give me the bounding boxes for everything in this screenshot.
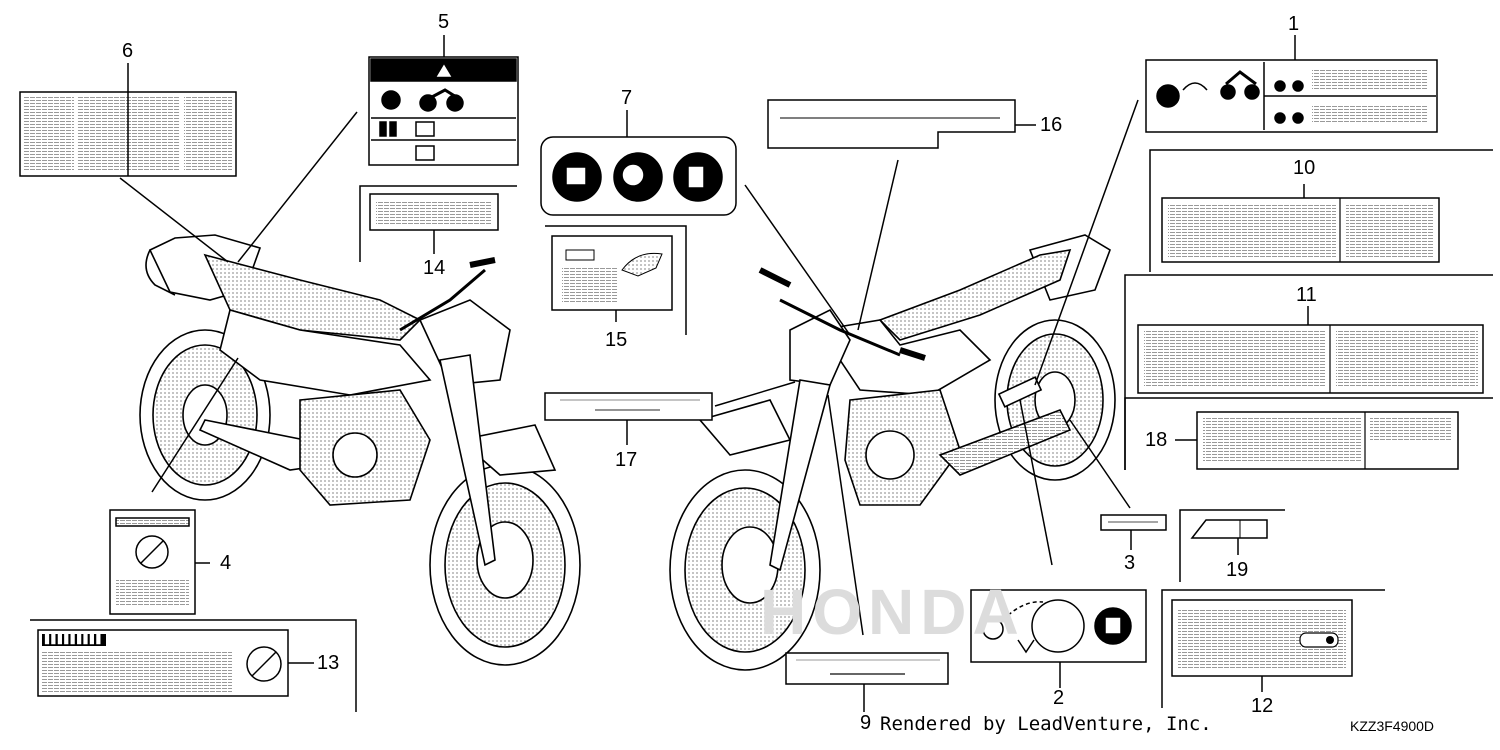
- rendered-by-credit: Rendered by LeadVenture, Inc.: [880, 713, 1212, 735]
- right-motorcycle: [669, 234, 1116, 671]
- label-4: [109, 509, 210, 615]
- callout-13: 13: [317, 652, 340, 674]
- label-15: [545, 225, 687, 335]
- label-9: [785, 652, 949, 712]
- callout-16: 16: [1040, 114, 1063, 136]
- label-19: [1179, 509, 1285, 582]
- callout-4: 4: [220, 552, 232, 574]
- label-6: [19, 91, 237, 177]
- label-5: [368, 56, 519, 166]
- callout-10: 10: [1293, 157, 1316, 179]
- callout-2: 2: [1053, 687, 1065, 709]
- label-12: [1161, 589, 1385, 708]
- callout-6: 6: [122, 40, 134, 62]
- callout-18: 18: [1145, 429, 1168, 451]
- callout-11: 11: [1296, 284, 1317, 306]
- label-17: [544, 392, 713, 445]
- label-18: [1124, 397, 1493, 470]
- callout-17: 17: [615, 449, 638, 471]
- callout-15: 15: [605, 329, 628, 351]
- label-16: [767, 99, 1036, 149]
- label-1: [1145, 35, 1438, 133]
- leader-lines: [119, 99, 1139, 636]
- callout-19: 19: [1226, 559, 1249, 581]
- left-motorcycle: [139, 234, 581, 666]
- callout-3: 3: [1124, 552, 1136, 574]
- label-2: [970, 589, 1147, 688]
- callout-5: 5: [438, 11, 450, 33]
- label-11: [1124, 274, 1493, 470]
- label-13-header: ▊▊▊▊▊▊▊▊▊: [42, 634, 106, 646]
- callout-7: 7: [621, 87, 633, 109]
- label-14: [359, 185, 517, 262]
- callout-14: 14: [423, 257, 446, 279]
- part-code: KZZ3F4900D: [1350, 718, 1435, 734]
- callout-9: 9: [860, 712, 872, 734]
- label-3: [1100, 514, 1167, 550]
- watermark: HONDA: [760, 576, 1025, 648]
- label-7: [540, 136, 737, 216]
- label-10: [1149, 149, 1493, 272]
- callout-12: 12: [1251, 695, 1274, 717]
- callout-1: 1: [1288, 13, 1300, 35]
